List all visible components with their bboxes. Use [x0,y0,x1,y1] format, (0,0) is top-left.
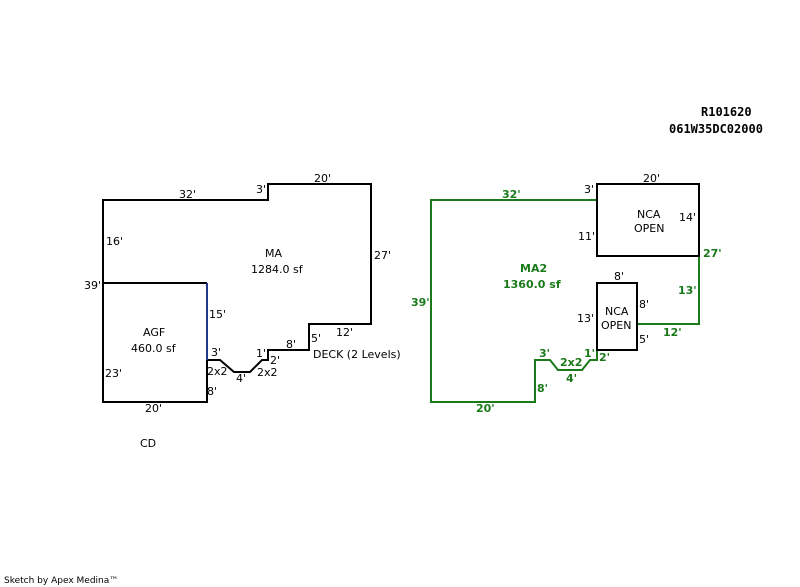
dim-label: 2' [599,351,610,364]
nca-top-label: OPEN [634,222,664,235]
dim-label: 39' [84,279,101,292]
agf-area: 460.0 sf [131,342,177,355]
nca-small-label: NCA [605,305,629,318]
dim-label: 3' [584,183,594,196]
dim-label: 8' [207,385,217,398]
nca-top-label: NCA [637,208,661,221]
dim-label: 14' [679,211,696,224]
dim-label: 20' [145,402,162,415]
dim-label: 32' [502,188,521,201]
nca-open-top-box [596,183,700,257]
dim-label: 12' [663,326,682,339]
dim-label: 2x2 [560,356,582,369]
dim-label: 23' [105,367,122,380]
dim-label: 8' [639,298,649,311]
ma-label: MA [265,247,282,260]
dim-label: 4' [566,372,577,385]
dim-label: 39' [411,296,430,309]
dim-label: 8' [537,382,548,395]
dim-label: 2x2 [207,365,228,378]
ma-outline [102,183,372,403]
right-sketch: MA2 1360.0 sf NCA OPEN NCA OPEN 32' 3' 2… [411,172,722,415]
dim-label: 1' [584,347,595,360]
dim-label: 20' [643,172,660,185]
dim-label: 32' [179,188,196,201]
dim-label: 27' [703,247,722,260]
dim-label: 3' [256,183,266,196]
dim-label: 20' [476,402,495,415]
dim-label: 8' [614,270,624,283]
dim-label: 2x2 [257,366,278,379]
dim-label: 27' [374,249,391,262]
dim-label: 13' [577,312,594,325]
dim-label: 12' [336,326,353,339]
dim-label: 5' [639,333,649,346]
dim-label: 5' [311,332,321,345]
deck-label: DECK (2 Levels) [313,348,401,361]
ma2-outline-right [637,240,700,325]
dim-label: 8' [286,338,296,351]
dim-label: 16' [106,235,123,248]
dim-label: 11' [578,230,595,243]
cd-label: CD [140,437,156,450]
dim-label: 3' [211,346,221,359]
nca-small-label: OPEN [601,319,631,332]
ma2-label: MA2 [520,262,547,275]
dim-label: 15' [209,308,226,321]
dim-label: 13' [678,284,697,297]
footer-credit: Sketch by Apex Medina™ [4,576,118,586]
nca-open-small-box [596,282,638,351]
dim-label: 1' [256,347,266,360]
dim-label: 4' [236,372,246,385]
dim-label: 20' [314,172,331,185]
parcel-id: R101620 [701,105,752,119]
dim-label: 2' [270,354,280,367]
ma-area: 1284.0 sf [251,263,304,276]
agf-label: AGF [143,326,165,339]
map-number: 061W35DC02000 [669,122,763,136]
ma2-outline [430,199,598,403]
dim-label: 3' [539,347,550,360]
left-sketch: MA 1284.0 sf AGF 460.0 sf DECK (2 Levels… [84,172,401,450]
ma2-area: 1360.0 sf [503,278,561,291]
